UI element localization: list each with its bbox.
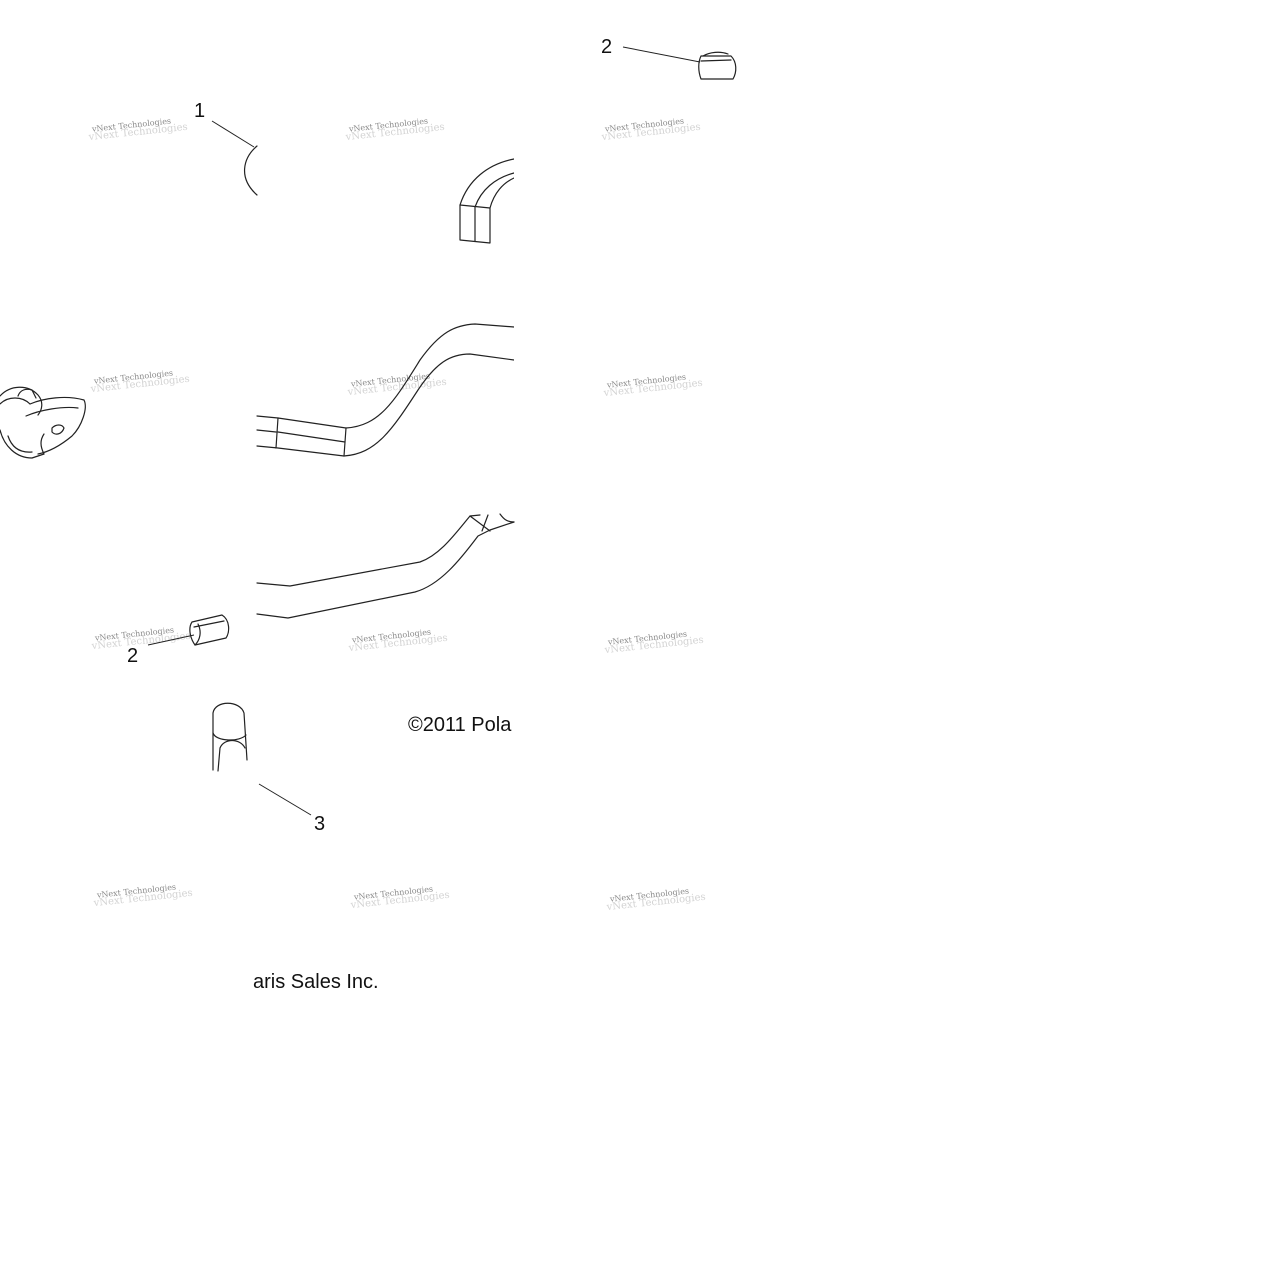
callouts: 1 2 2 3 [127, 36, 612, 835]
callout-3: 3 [314, 813, 325, 835]
watermark: vNext Technologies vNext Technologies [346, 371, 447, 398]
watermark: vNext Technologies vNext Technologies [347, 627, 448, 654]
watermark: vNext Technologies vNext Technologies [89, 368, 190, 395]
watermark: vNext Technologies vNext Technologies [603, 629, 704, 656]
watermark: vNext Technologies vNext Technologies [344, 116, 445, 143]
hose-lower-middle [256, 513, 515, 619]
tile-mask [514, 150, 594, 750]
hose-clamp-left [0, 386, 86, 459]
leader-2-top [622, 46, 701, 63]
copyright-part-a: ©2011 Pola [408, 714, 512, 736]
callout-2-bottom: 2 [127, 645, 138, 667]
watermark: vNext Technologies vNext Technologies [605, 886, 706, 913]
watermark-grid: vNext Technologies vNext Technologies vN… [87, 116, 706, 913]
callout-2-top: 2 [601, 36, 612, 58]
watermark: vNext Technologies vNext Technologies [87, 116, 188, 143]
watermark: vNext Technologies vNext Technologies [602, 372, 703, 399]
watermark: vNext Technologies vNext Technologies [600, 116, 701, 143]
watermark: vNext Technologies vNext Technologies [349, 884, 450, 911]
leader-lines [147, 46, 701, 816]
hose-segment-top-left [243, 145, 258, 196]
hose-end-bottom [212, 702, 248, 772]
hose-elbow-top-middle [459, 158, 515, 244]
clamp-ring-top [698, 51, 737, 80]
copyright: ©2011 Pola aris Sales Inc. [253, 714, 512, 993]
callout-1: 1 [194, 100, 205, 122]
leader-1 [211, 120, 255, 148]
copyright-part-b: aris Sales Inc. [253, 971, 379, 993]
leader-2-bottom [147, 634, 195, 646]
leader-3 [258, 783, 312, 816]
hose-main-middle [256, 323, 515, 457]
watermark: vNext Technologies vNext Technologies [90, 625, 191, 652]
clamp-ring-bottom [189, 614, 230, 646]
watermark: vNext Technologies vNext Technologies [92, 882, 193, 909]
